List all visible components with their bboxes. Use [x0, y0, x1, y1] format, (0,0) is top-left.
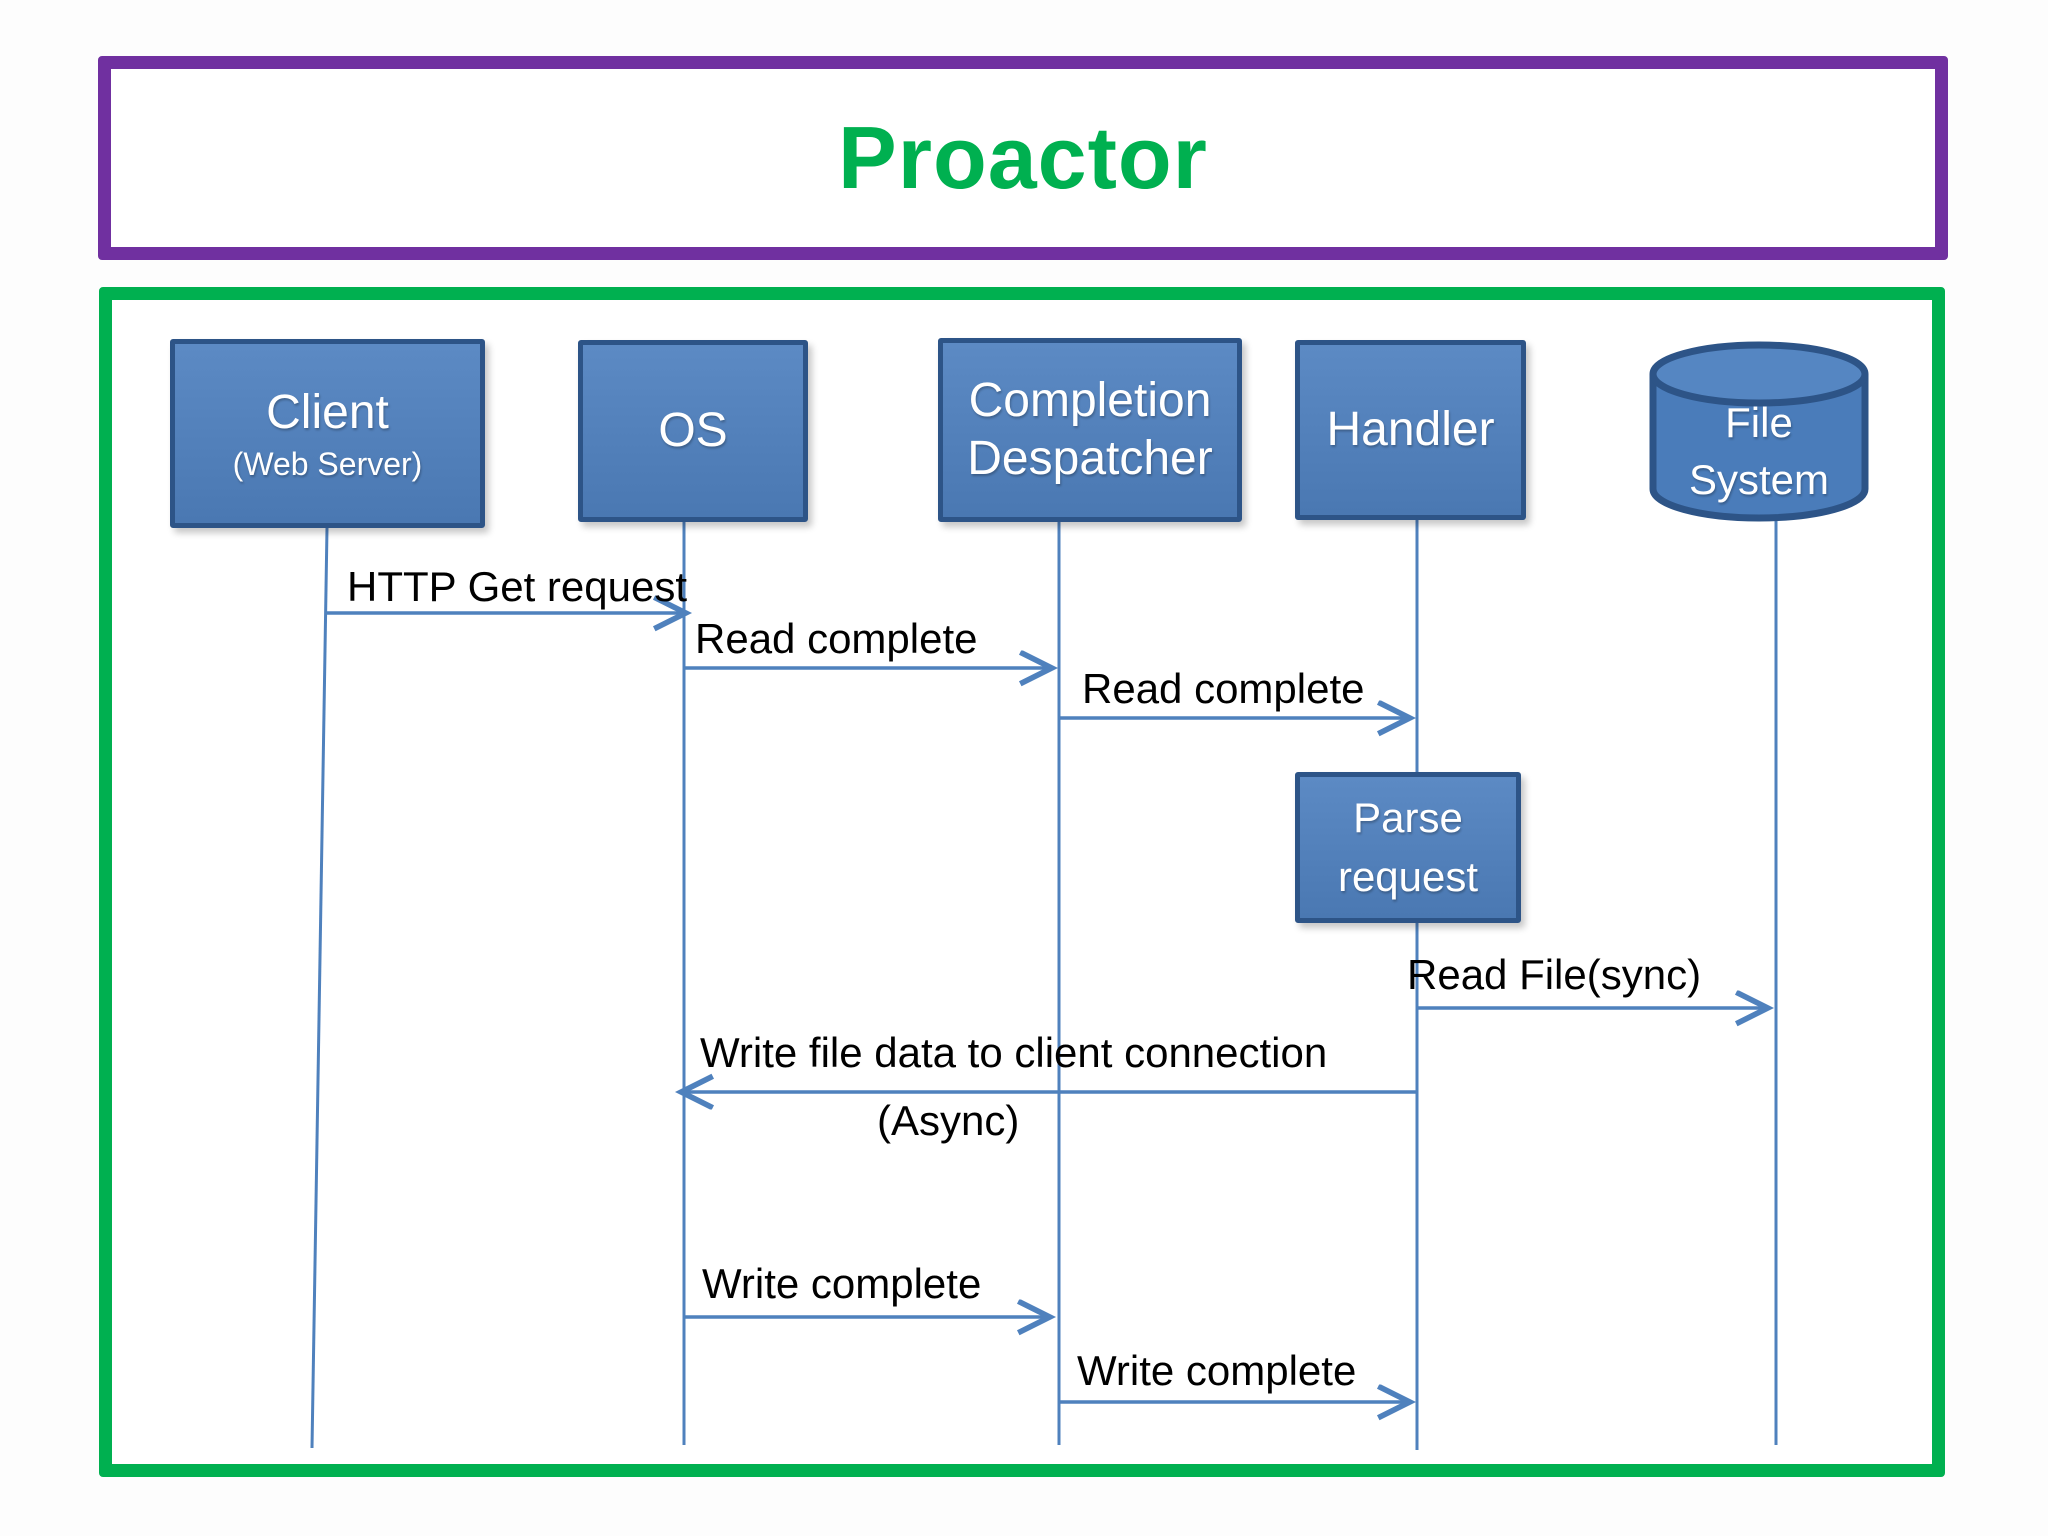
file-system-line1: File: [1725, 399, 1793, 447]
file-system-line2: System: [1688, 456, 1830, 503]
message-label-http-get-request: HTTP Get request: [347, 563, 688, 610]
actor-box-os: OS: [578, 340, 808, 522]
actor-box-completion-despatcher: Completion Despatcher: [938, 338, 1242, 522]
parse-request-line1: Parse: [1353, 793, 1463, 841]
actor-label-handler: Handler: [1326, 403, 1495, 457]
message-label-read-file-sync: Read File(sync): [1407, 951, 1702, 998]
page-title: Proactor: [838, 108, 1208, 207]
actor-box-client: Client (Web Server): [170, 339, 485, 528]
message-label-read-complete-1: Read complete: [695, 615, 978, 662]
title-box: Proactor: [98, 56, 1948, 260]
message-label-write-complete-2: Write complete: [1077, 1347, 1357, 1394]
actor-label-completion: Completion: [968, 374, 1212, 428]
actor-box-handler: Handler: [1295, 340, 1526, 520]
message-label-write-complete-1: Write complete: [702, 1260, 982, 1307]
message-label-write-file-data: Write file data to client connection: [700, 1029, 1328, 1076]
actor-label-os: OS: [658, 404, 728, 458]
actor-label-file-system: File System: [1653, 392, 1865, 512]
message-label-read-complete-2: Read complete: [1082, 665, 1365, 712]
parse-request-box: Parse request: [1295, 772, 1521, 923]
actor-sublabel-client: (Web Server): [232, 446, 423, 483]
parse-request-line2: request: [1337, 852, 1479, 900]
actor-label-despatcher: Despatcher: [967, 432, 1213, 485]
actor-label-client: Client: [266, 385, 389, 439]
message-label-async: (Async): [877, 1097, 1020, 1144]
